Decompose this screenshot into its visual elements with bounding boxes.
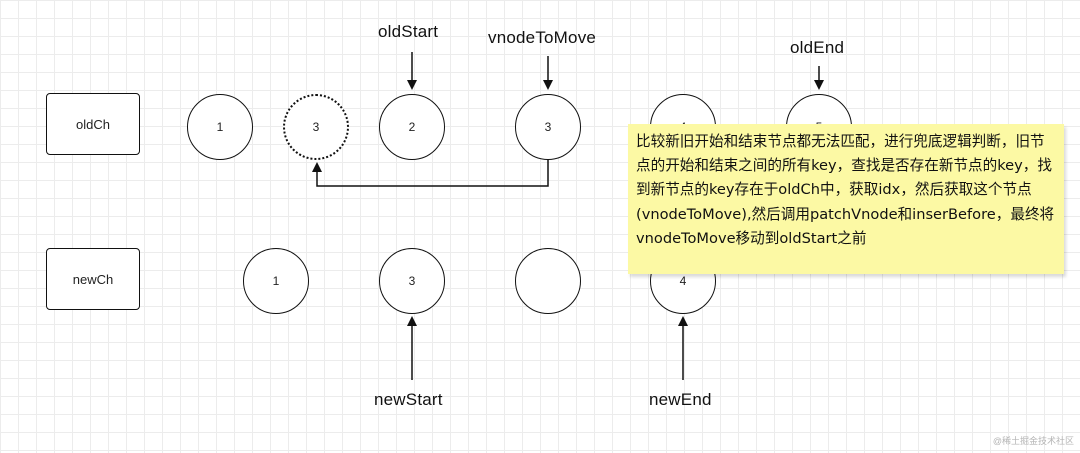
old-ch-box: oldCh — [46, 93, 140, 155]
old-node: 2 — [379, 94, 445, 160]
old-start-label: oldStart — [378, 22, 439, 41]
new-start-label: newStart — [374, 390, 443, 409]
note-text: 比较新旧开始和结束节点都无法匹配，进行兜底逻辑判断，旧节点的开始和结束之间的所有… — [636, 133, 1055, 247]
node-value: 3 — [544, 120, 552, 134]
old-ch-label: oldCh — [76, 116, 110, 132]
move-path-arrow — [312, 159, 549, 187]
watermark: @稀土掘金技术社区 — [992, 436, 1074, 446]
new-ch-label: newCh — [72, 271, 114, 287]
new-end-label: newEnd — [649, 390, 712, 409]
new-node: 3 — [379, 248, 445, 314]
old-node-moved-placeholder: 3 — [283, 94, 349, 160]
node-value: 3 — [312, 120, 320, 134]
node-value: 4 — [679, 274, 687, 288]
vnode-to-move-label: vnodeToMove — [488, 28, 597, 47]
old-node: 1 — [187, 94, 253, 160]
node-value: 3 — [408, 274, 416, 288]
new-node-empty — [515, 248, 581, 314]
old-node-vnode-to-move: 3 — [515, 94, 581, 160]
node-value: 2 — [408, 120, 416, 134]
new-node: 1 — [243, 248, 309, 314]
sticky-note: 比较新旧开始和结束节点都无法匹配，进行兜底逻辑判断，旧节点的开始和结束之间的所有… — [628, 124, 1064, 274]
node-value: 1 — [216, 120, 224, 134]
old-end-label: oldEnd — [790, 38, 845, 57]
node-value: 1 — [272, 274, 280, 288]
new-ch-box: newCh — [46, 248, 140, 310]
